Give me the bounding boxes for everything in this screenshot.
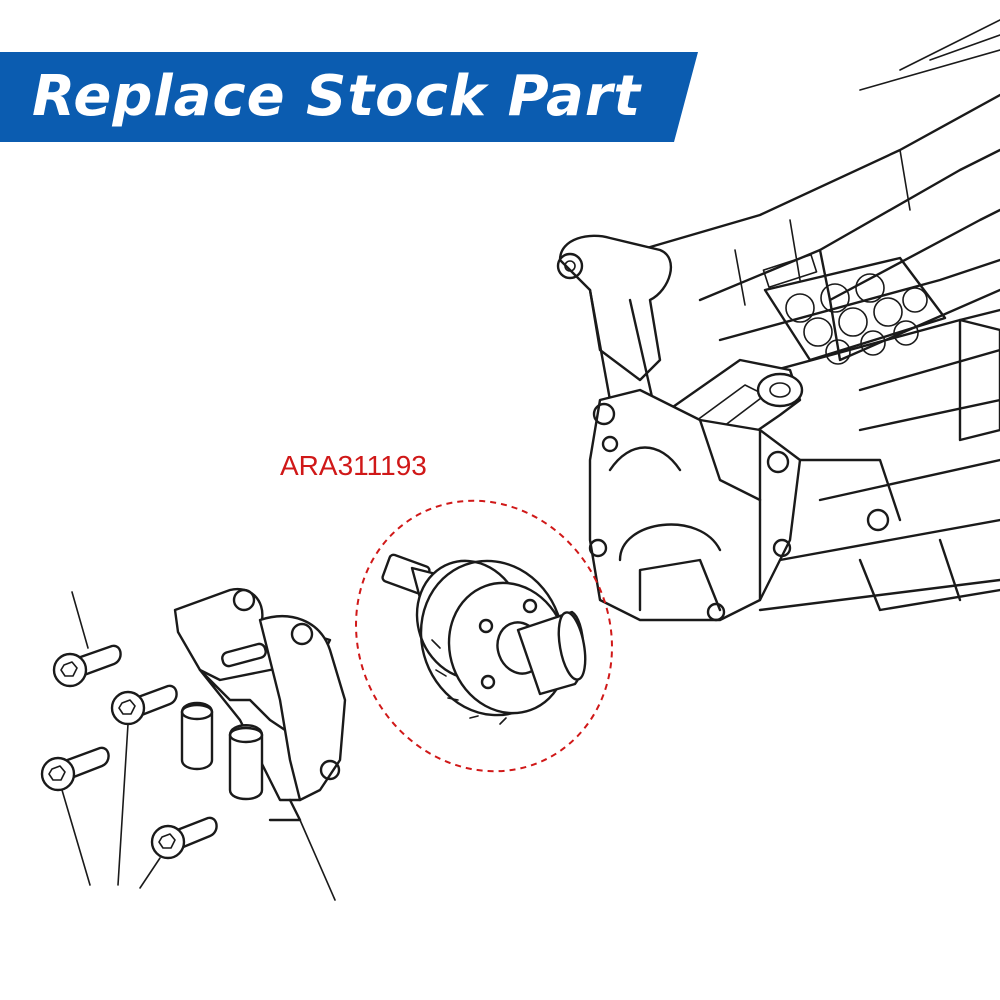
title-banner bbox=[0, 52, 698, 142]
honeycomb-mesh bbox=[763, 256, 947, 365]
screw-2 bbox=[110, 684, 178, 886]
screw-1 bbox=[52, 591, 122, 688]
gear-cover bbox=[173, 587, 347, 901]
callout-ellipse bbox=[355, 499, 613, 773]
screw-3 bbox=[40, 746, 110, 886]
differential-part bbox=[381, 553, 587, 725]
part-number-label: ARA311193 bbox=[280, 450, 427, 481]
banner-title: Replace Stock Part bbox=[32, 64, 642, 129]
banner-shape bbox=[0, 52, 698, 142]
chassis-assembly bbox=[556, 19, 1000, 622]
screw-4 bbox=[139, 816, 218, 889]
